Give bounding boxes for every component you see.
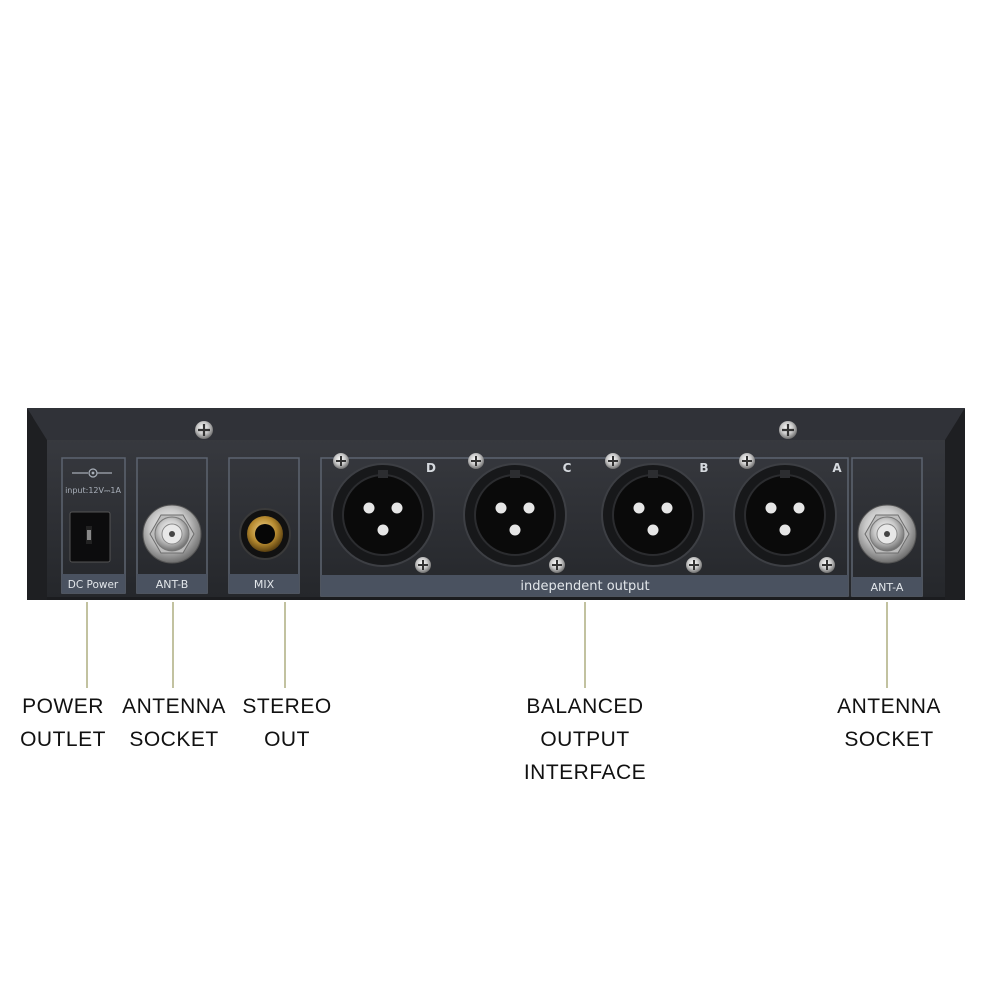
callout-line: SOCKET xyxy=(844,728,934,751)
dc-power-label: DC Power xyxy=(68,579,119,591)
callout-balanced-output: BALANCED OUTPUT INTERFACE xyxy=(510,690,660,789)
ant-b-label: ANT-B xyxy=(156,578,189,591)
bnc-antenna-connector xyxy=(857,504,917,564)
ant-a-section: ANT-A xyxy=(851,457,923,597)
callout-line: STEREO xyxy=(242,695,332,718)
mounting-screw-icon xyxy=(195,421,213,439)
channel-label-c: C xyxy=(563,461,572,475)
xlr-output-connector-d xyxy=(331,453,435,573)
channel-label-d: D xyxy=(426,461,436,475)
bnc-antenna-connector xyxy=(142,504,202,564)
callout-line: SOCKET xyxy=(129,728,219,751)
callout-line: POWER xyxy=(22,695,104,718)
xlr-output-connector-a xyxy=(733,453,837,573)
callout-line: OUT xyxy=(264,728,310,751)
xlr-output-connector-c xyxy=(463,453,567,573)
callout-line: OUTLET xyxy=(20,728,106,751)
callout-stereo-out: STEREO OUT xyxy=(232,690,342,756)
channel-label-a: A xyxy=(832,461,842,475)
callout-antenna-socket-a: ANTENNA SOCKET xyxy=(826,690,952,756)
mix-section: MIX xyxy=(228,457,300,594)
callout-line: OUTPUT xyxy=(540,728,630,751)
dc-polarity-icon xyxy=(72,468,112,478)
leader-lines xyxy=(86,602,888,688)
dc-power-section: input:12V⎓1A DC Power xyxy=(61,457,126,594)
independent-output-section: D C B xyxy=(320,453,849,597)
channel-label-b: B xyxy=(699,461,708,475)
mix-label: MIX xyxy=(254,578,275,591)
ant-b-section: ANT-B xyxy=(136,457,208,594)
callout-line: ANTENNA xyxy=(122,695,226,718)
ant-a-label: ANT-A xyxy=(871,581,904,594)
callout-line: INTERFACE xyxy=(523,761,647,784)
callout-line: ANTENNA xyxy=(837,695,941,718)
mounting-screw-icon xyxy=(779,421,797,439)
dc-input-spec: input:12V⎓1A xyxy=(65,486,121,495)
xlr-output-connector-b xyxy=(601,453,705,573)
independent-output-label: independent output xyxy=(520,579,649,594)
dc-power-jack xyxy=(69,511,111,563)
callout-line: BALANCED xyxy=(526,695,644,718)
callout-power-outlet: POWER OUTLET xyxy=(7,690,119,756)
callout-antenna-socket-b: ANTENNA SOCKET xyxy=(117,690,231,756)
quarter-inch-jack xyxy=(239,508,291,560)
